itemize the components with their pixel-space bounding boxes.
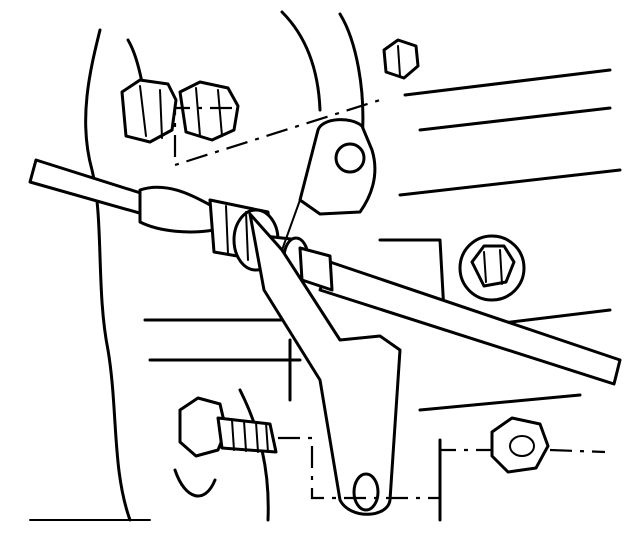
- cable-mounting-bracket: [248, 118, 402, 516]
- upper-stud-nut: [120, 78, 178, 144]
- nut-alignment-line: [438, 448, 492, 498]
- upper-alignment-line: [173, 98, 381, 167]
- bracket-bolt: [178, 396, 278, 458]
- top-bolt: [382, 38, 420, 80]
- upper-small-nut: [178, 80, 240, 142]
- nut-centerline: [549, 448, 606, 454]
- bracket-nut: [490, 416, 550, 474]
- bolt-alignment-line: [278, 436, 440, 500]
- case-hex-bolt: [458, 234, 526, 302]
